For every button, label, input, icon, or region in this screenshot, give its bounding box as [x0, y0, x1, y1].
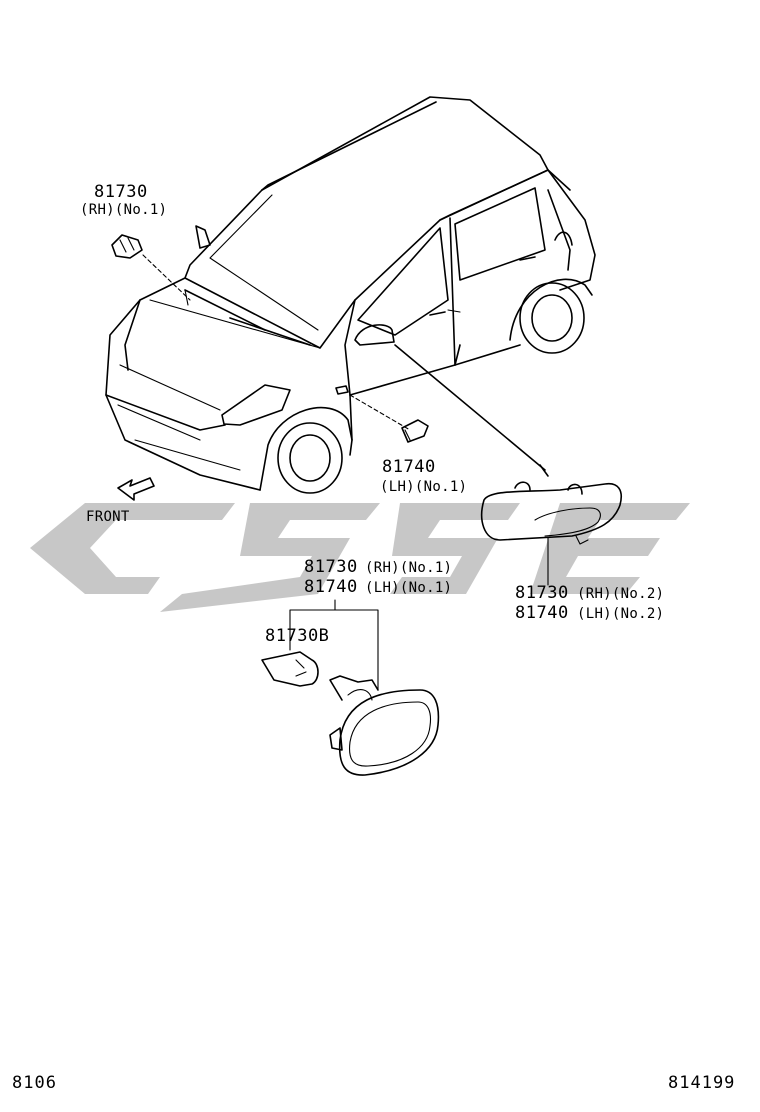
mirror-part-number: 81730: [94, 182, 148, 202]
footer: 8106 814199: [12, 1073, 735, 1093]
assy2-lh-sub: (LH)(No.2): [577, 606, 664, 622]
side-marker-lamp-small: [401, 419, 429, 443]
assy1-rh-sub: (RH)(No.1): [365, 560, 452, 576]
assy2-rh-sub: (RH)(No.2): [577, 586, 664, 602]
footer-right-code: 814199: [668, 1073, 735, 1093]
assy2-rh-part: 81730: [515, 583, 569, 603]
watermark-logo: [30, 503, 690, 612]
bulb: [261, 651, 319, 687]
leader-lines: [142, 254, 549, 691]
front-label: FRONT: [86, 509, 130, 525]
footer-left-code: 8106: [12, 1073, 57, 1093]
assy1-rh-part: 81730: [304, 557, 358, 577]
assy1-lh-sub: (LH)(No.1): [365, 580, 452, 596]
mirror-part-sub: (RH)(No.1): [80, 202, 167, 218]
assy1-lh-part: 81740: [304, 577, 358, 597]
side-part-number: 81740: [382, 457, 436, 477]
assy2-lh-part: 81740: [515, 603, 569, 623]
front-arrow-icon: [117, 477, 155, 501]
mirror-turn-lamp-small: [111, 234, 143, 259]
side-marker-lamp-large: [329, 675, 440, 776]
mirror-turn-lamp-large: [480, 481, 622, 545]
side-part-sub: (LH)(No.1): [380, 479, 467, 495]
callout-labels: 81730 (RH)(No.1) 81740 (LH)(No.1) FRONT …: [80, 182, 664, 646]
bulb-part-number: 81730B: [265, 626, 329, 646]
car-illustration: [105, 96, 596, 494]
